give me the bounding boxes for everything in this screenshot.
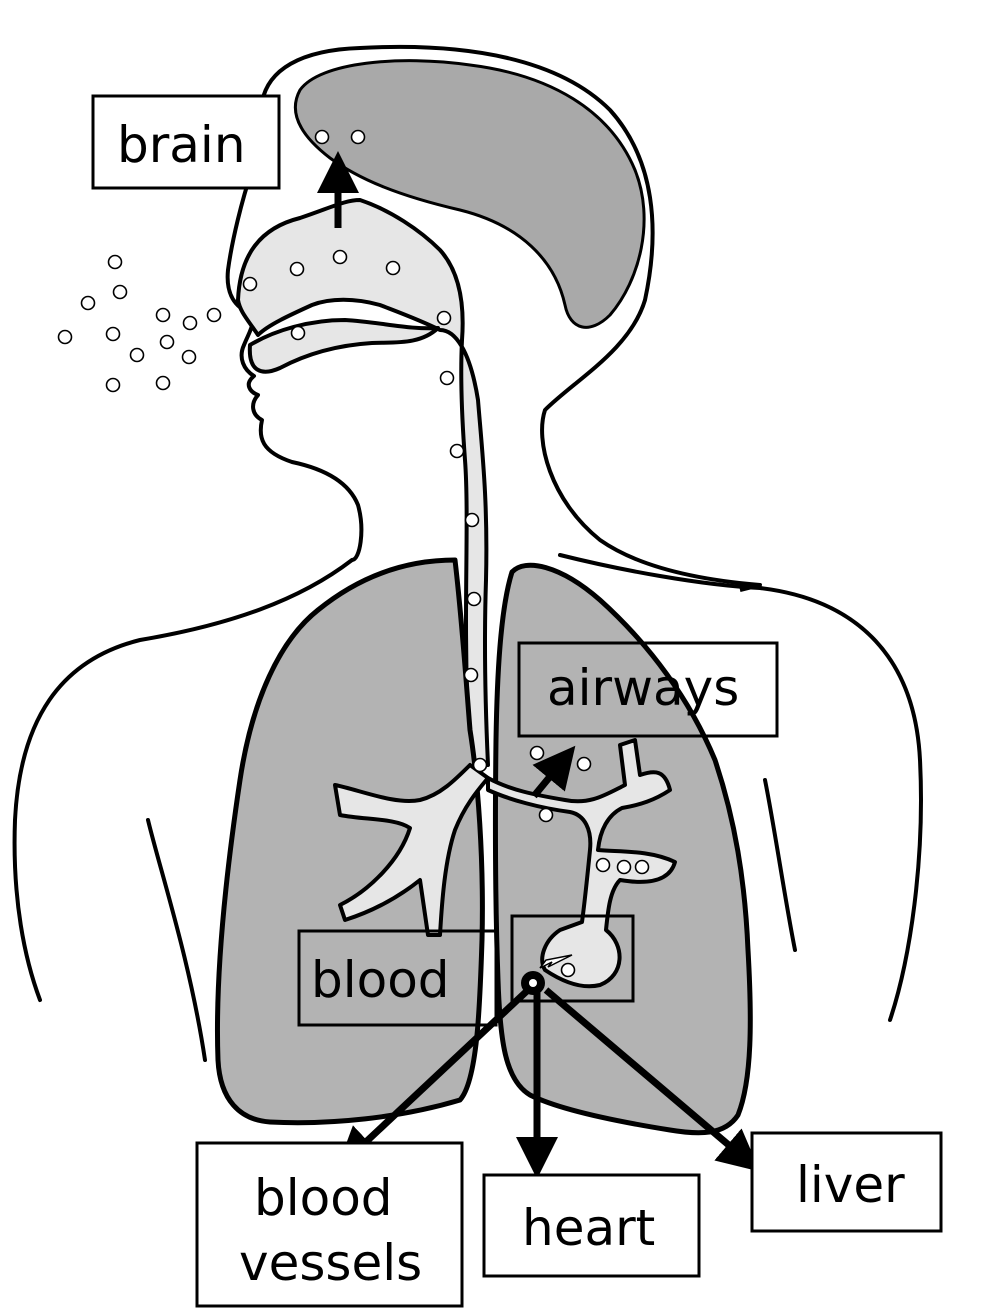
label-heart-text: heart bbox=[522, 1199, 655, 1257]
label-heart: heart bbox=[484, 1175, 699, 1276]
blood-vessel-point-center bbox=[529, 979, 537, 987]
label-brain: brain bbox=[93, 96, 279, 188]
label-blood-vessels-line2: vessels bbox=[239, 1234, 422, 1292]
left-arm-line bbox=[148, 820, 205, 1060]
label-liver: liver bbox=[752, 1133, 941, 1231]
inhaled-particles bbox=[59, 256, 221, 392]
label-blood-vessels: blood vessels bbox=[197, 1143, 462, 1306]
label-liver-text: liver bbox=[796, 1156, 905, 1214]
label-airways-text: airways bbox=[547, 659, 739, 717]
label-blood-vessels-line1: blood bbox=[254, 1169, 393, 1227]
label-brain-text: brain bbox=[117, 116, 246, 174]
label-blood-text: blood bbox=[311, 951, 450, 1009]
right-arm-line bbox=[765, 780, 795, 950]
